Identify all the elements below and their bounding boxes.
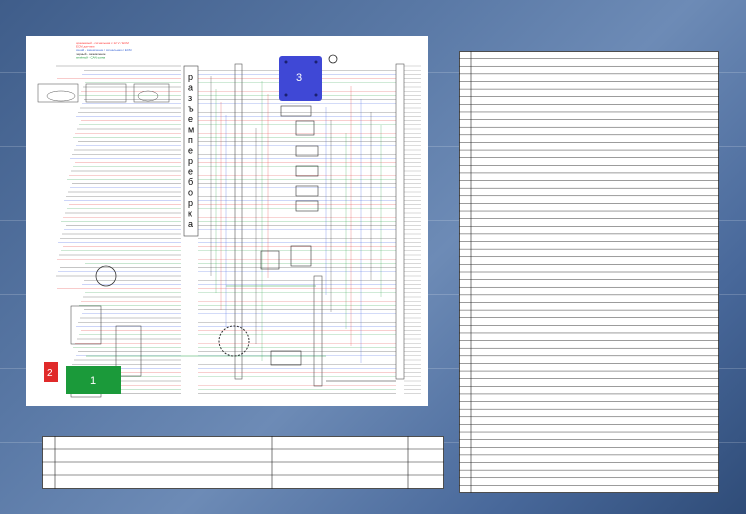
- block-2: [44, 362, 58, 382]
- connector-letter: р: [188, 72, 193, 82]
- connector-letter: з: [188, 93, 192, 103]
- connector-letter: а: [188, 219, 193, 229]
- legend-item: черный - заземление: [76, 52, 106, 56]
- terminal-column-right: [395, 63, 405, 380]
- connector-letter: м: [188, 125, 194, 135]
- tachometer-gauge: [95, 265, 117, 287]
- block-1: [66, 366, 121, 394]
- connector-letter: р: [188, 156, 193, 166]
- connector-letter: е: [188, 167, 193, 177]
- bottom-table: [42, 436, 444, 489]
- legend-item: синий - заземление / сигнальная с ECM: [76, 48, 132, 52]
- bottom-table-grid: [42, 436, 444, 489]
- terminal-column-left: [234, 63, 243, 380]
- battery: [270, 350, 302, 366]
- connector-letter: п: [188, 135, 193, 145]
- connector-letter: ъ: [188, 104, 194, 114]
- connector-strip: [183, 65, 199, 237]
- connector-letter: о: [188, 188, 193, 198]
- block-3-label: 3: [296, 72, 302, 84]
- pin-table-grid: [459, 51, 719, 493]
- terminal-column-mid: [313, 275, 323, 387]
- diagnostic-connector: [70, 305, 102, 345]
- connector-letter: а: [188, 83, 193, 93]
- connector-letter: е: [188, 114, 193, 124]
- legend-item: зелёный - CAN шина: [76, 55, 105, 59]
- legend-item: ECM датчики: [76, 45, 95, 49]
- legend-item: оранжевый - сигнальная с 12 V / ECM: [76, 41, 129, 45]
- connector-letter: р: [188, 198, 193, 208]
- block-2-label: 2: [47, 368, 53, 379]
- ground-ring: [328, 54, 338, 64]
- connector-letter: б: [188, 177, 193, 187]
- connector-letter: к: [188, 209, 192, 219]
- horizontal-wires: [56, 65, 421, 394]
- components: [37, 83, 319, 398]
- block-1-label: 1: [90, 375, 96, 387]
- connector-letter: е: [188, 146, 193, 156]
- crank-sensor-wheel: [218, 325, 250, 357]
- pin-table: [459, 51, 719, 493]
- ecm-block-3: [279, 56, 322, 101]
- vertical-wires: [86, 76, 396, 382]
